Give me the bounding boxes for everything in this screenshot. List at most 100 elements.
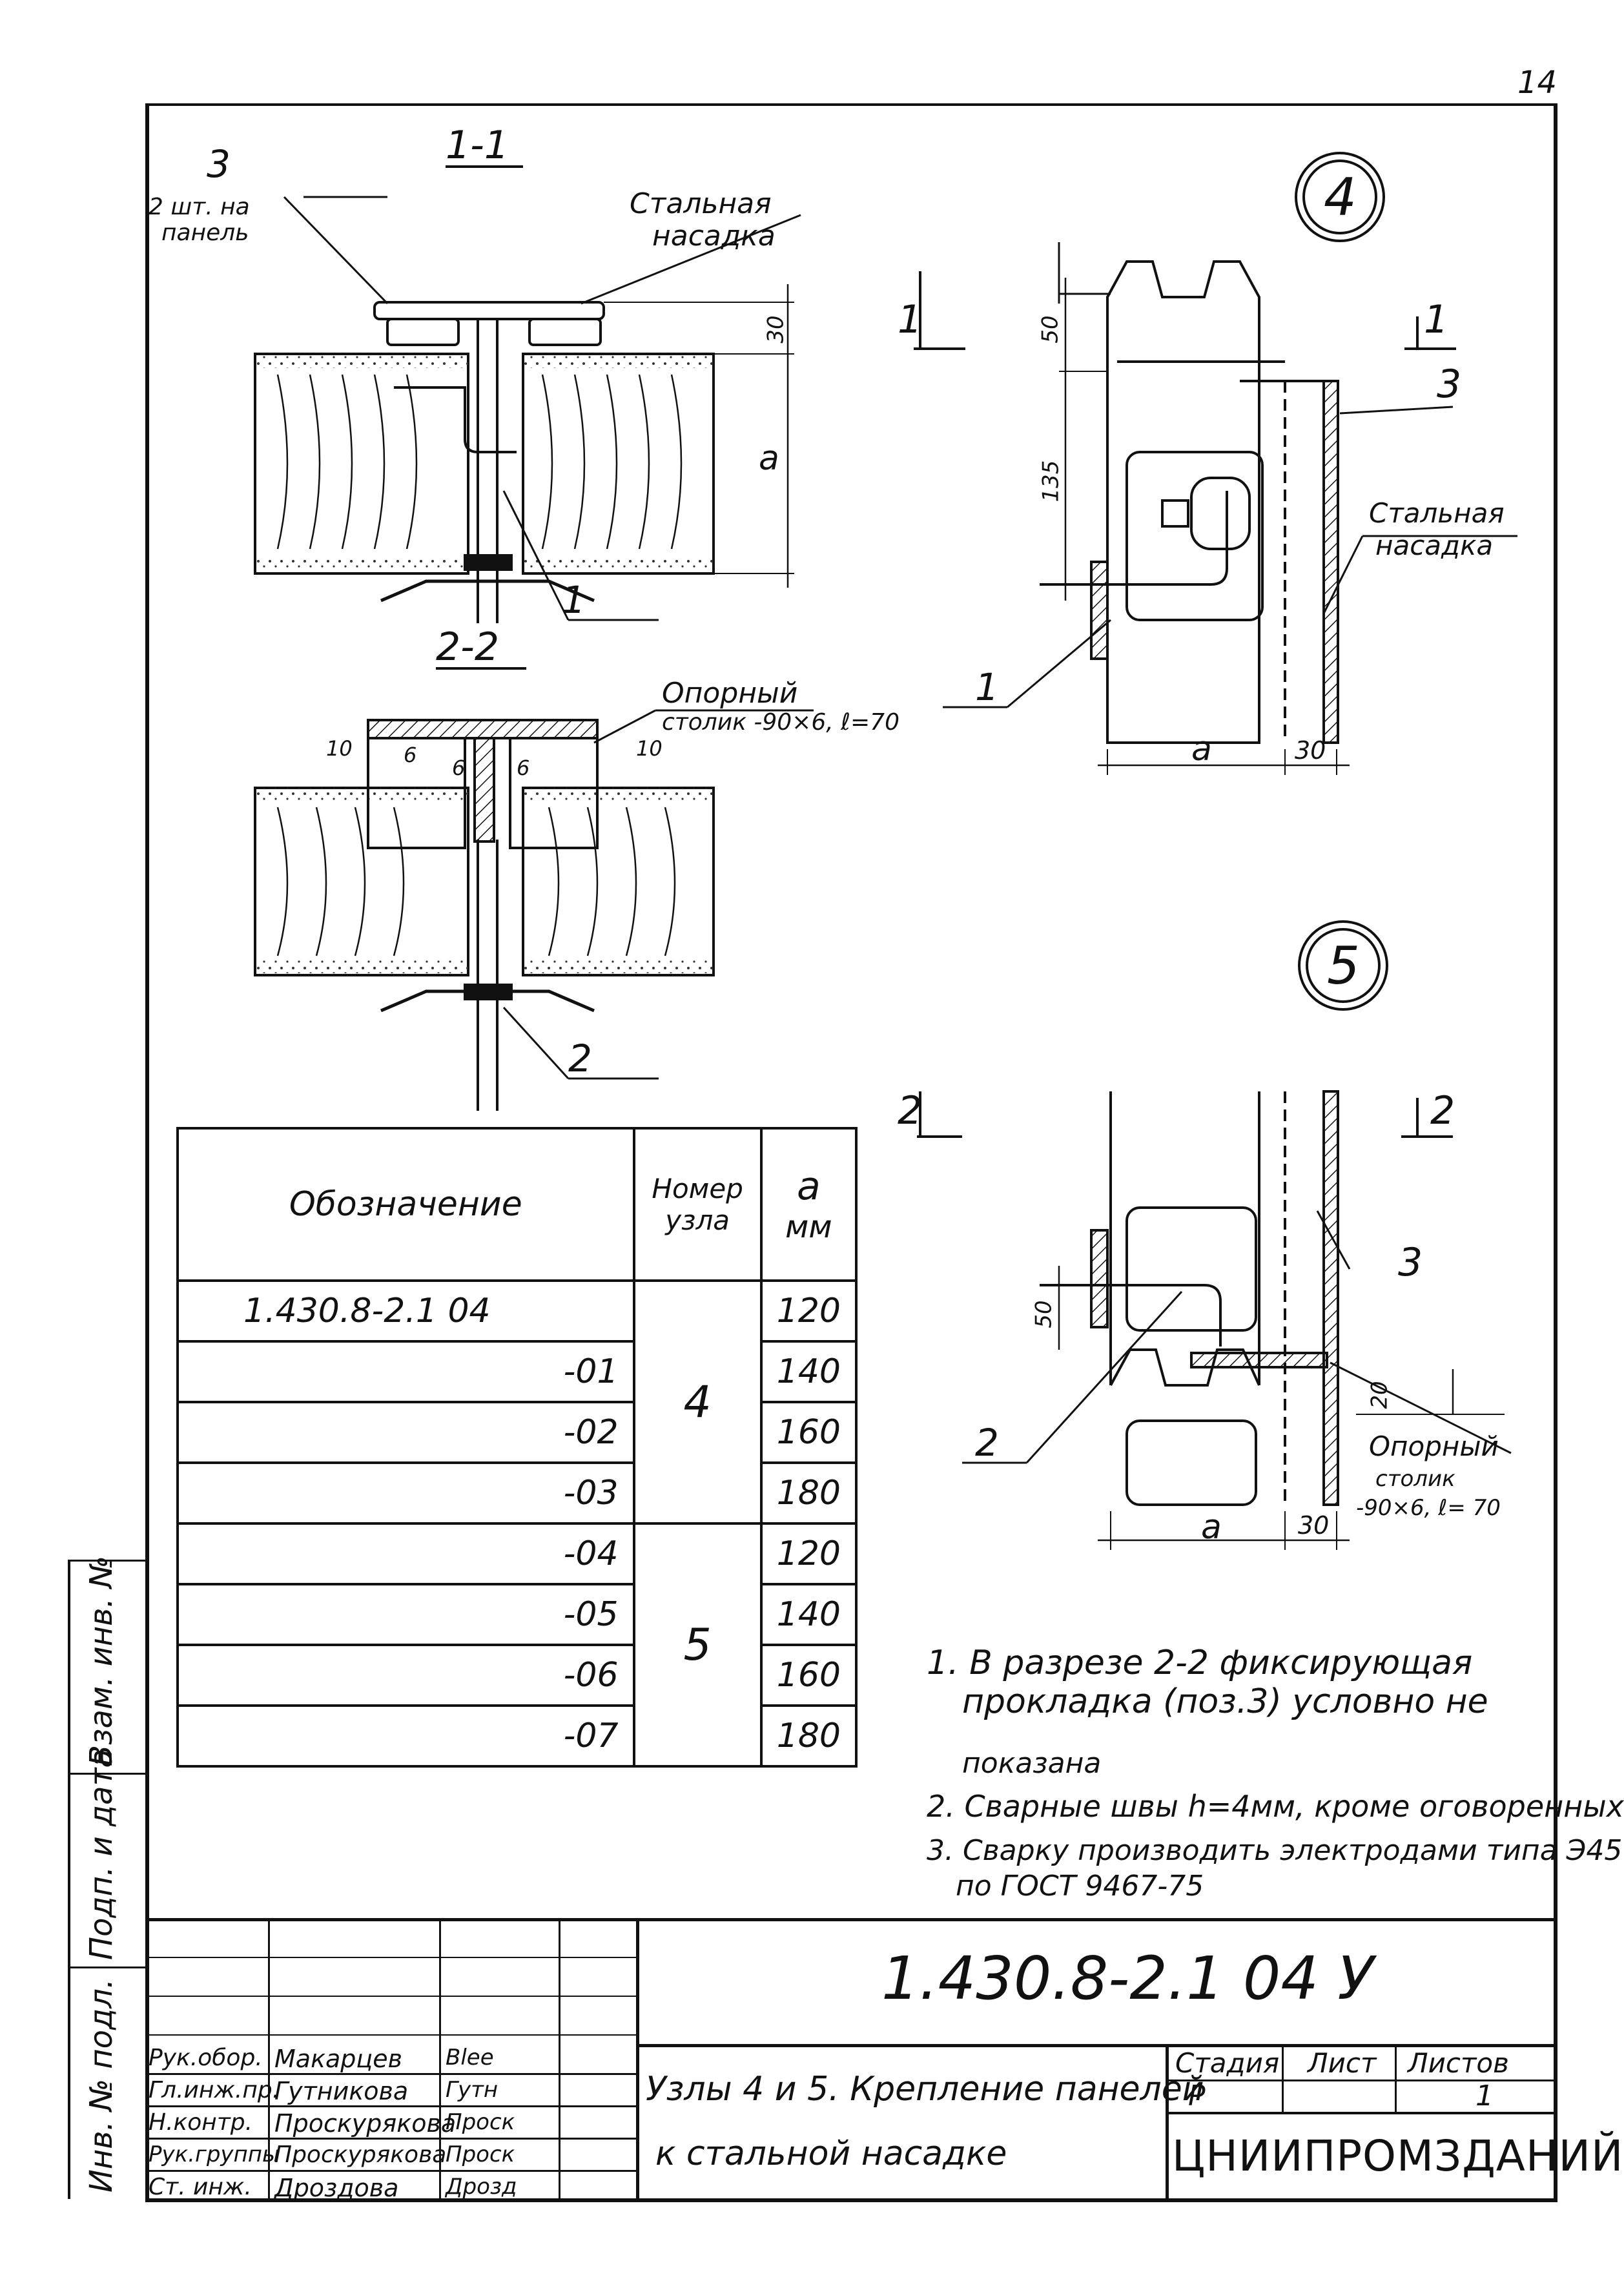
col-a-header-2: мм	[785, 1209, 832, 1245]
role: Ст. инж.	[149, 2174, 252, 2200]
view-2-2	[254, 667, 814, 1111]
person: Проскурякова	[274, 2109, 457, 2138]
drawing-frame	[145, 103, 1557, 2202]
n5-dim-30: 30	[1298, 1511, 1330, 1540]
node-5	[917, 920, 1512, 1550]
signature: Проск	[446, 2142, 515, 2167]
row-designation: -04	[176, 1522, 635, 1585]
n5-dim-20: 20	[1366, 1381, 1393, 1409]
note-3b: по ГОСТ 9467-75	[956, 1870, 1204, 1903]
v11-pos3: 3	[207, 142, 231, 186]
n5-cut2-left: 2	[898, 1088, 923, 1133]
view-2-2-title: 2-2	[436, 624, 499, 670]
stage-value: Р	[1188, 2080, 1206, 2112]
row-designation: -01	[176, 1340, 635, 1403]
row-a: 160	[759, 1401, 858, 1464]
signature: Гутн	[446, 2077, 499, 2103]
side-strip: Подп. и дата Взам. инв. № Инв. № подл.	[68, 1556, 148, 2199]
note-1c: показана	[962, 1747, 1102, 1780]
signature: Дрозд	[446, 2174, 517, 2200]
v11-pos3-note1: 2 шт. на	[149, 194, 250, 220]
row-designation: -05	[176, 1583, 635, 1646]
note-3a: 3. Сварку производить электродами типа Э…	[927, 1834, 1623, 1867]
node-5-number: 5	[1327, 936, 1360, 996]
role: Рук.группы	[149, 2142, 280, 2167]
row-designation: -07	[176, 1704, 635, 1768]
row-a: 160	[759, 1644, 858, 1707]
spec-table: Обозначение Номер узла a мм 1.430.8-2.1 …	[176, 1127, 858, 1768]
drawing-title-line1: Узлы 4 и 5. Крепление панелей	[646, 2070, 1204, 2109]
drawing-title-line2: к стальной насадке	[655, 2134, 1007, 2173]
node-4-number: 4	[1324, 167, 1357, 227]
row-a: 140	[759, 1340, 858, 1403]
row-designation: -06	[176, 1644, 635, 1707]
sheet-header: Лист	[1308, 2047, 1377, 2079]
role: Н.контр.	[149, 2109, 253, 2136]
row-designation: -02	[176, 1401, 635, 1464]
doc-code: 1.430.8-2.1 04 У	[881, 1944, 1374, 2013]
n5-pos2: 2	[975, 1421, 999, 1465]
n4-steel-cap1: Стальная	[1369, 497, 1505, 529]
note-1a: 1. В разрезе 2-2 фиксирующая	[927, 1644, 1473, 1682]
node-cell-4: 4	[632, 1279, 763, 1525]
col-node-header: Номер узла	[632, 1127, 763, 1282]
n4-cut1-left: 1	[898, 297, 923, 342]
v11-pos3-note2: панель	[161, 220, 249, 246]
v22-dim-10-left: 10	[326, 736, 353, 761]
view-1-1-title: 1-1	[446, 123, 509, 168]
v22-support1: Опорный	[662, 677, 798, 710]
view-1-1	[254, 165, 801, 623]
row-designation: 1.430.8-2.1 04	[176, 1279, 635, 1343]
person: Дроздова	[274, 2174, 399, 2202]
sheets-value: 1	[1475, 2080, 1494, 2112]
person: Проскурякова	[274, 2142, 447, 2168]
row-a: 180	[759, 1461, 858, 1525]
note-2: 2. Сварные швы h=4мм, кроме оговоренных	[927, 1789, 1624, 1824]
v22-weld-6b: 6	[452, 756, 466, 780]
v22-support2: столик -90×6, ℓ=70	[662, 709, 899, 736]
n4-dim-a: a	[1191, 730, 1212, 769]
v11-steel-cap2: насадка	[652, 220, 776, 253]
node-4	[914, 152, 1517, 775]
col-designation-header: Обозначение	[176, 1127, 635, 1282]
col-node-header-2: узла	[665, 1204, 730, 1236]
person: Гутникова	[274, 2077, 409, 2105]
n5-support2: столик	[1375, 1466, 1455, 1492]
n5-support1: Опорный	[1369, 1430, 1499, 1462]
n5-cut2-right: 2	[1430, 1088, 1455, 1133]
n4-dim-50: 50	[1037, 315, 1064, 344]
col-node-header-1: Номер	[652, 1173, 743, 1204]
v22-dim-10-right: 10	[636, 736, 663, 761]
col-a-header-1: a	[796, 1164, 821, 1209]
signature: Проск	[446, 2109, 515, 2135]
row-a: 120	[759, 1279, 858, 1343]
row-designation: -03	[176, 1461, 635, 1525]
stage-header: Стадия	[1175, 2047, 1280, 2079]
n5-dim-a: a	[1201, 1508, 1222, 1547]
v22-pos2: 2	[568, 1037, 592, 1080]
title-block: 1.430.8-2.1 04 У Рук.обор. Макарцев Вlee…	[145, 1918, 1623, 2202]
row-a: 120	[759, 1522, 858, 1585]
note-1b: прокладка (поз.3) условно не	[962, 1682, 1488, 1721]
row-a: 140	[759, 1583, 858, 1646]
v11-dim-30: 30	[763, 315, 789, 344]
row-a: 180	[759, 1704, 858, 1768]
n4-cut1-right: 1	[1424, 297, 1449, 342]
signature: Вlee	[446, 2045, 494, 2070]
page-number: 14	[1517, 65, 1557, 101]
v22-weld-6a: 6	[404, 743, 417, 767]
person: Макарцев	[274, 2045, 403, 2073]
v11-dim-a: a	[759, 439, 779, 478]
v11-steel-cap1: Стальная	[630, 187, 772, 220]
v22-weld-6c: 6	[517, 756, 530, 780]
sheets-header: Листов	[1408, 2047, 1509, 2079]
n5-dim-50: 50	[1031, 1300, 1057, 1328]
role: Рук.обор.	[149, 2045, 263, 2071]
n4-steel-cap2: насадка	[1375, 530, 1494, 561]
node-cell-5: 5	[632, 1522, 763, 1768]
role: Гл.инж.пр.	[149, 2077, 280, 2103]
n4-pos1: 1	[975, 665, 999, 709]
organization: ЦНИИПРОМЗДАНИЙ	[1172, 2131, 1624, 2181]
n5-pos3: 3	[1398, 1240, 1423, 1285]
